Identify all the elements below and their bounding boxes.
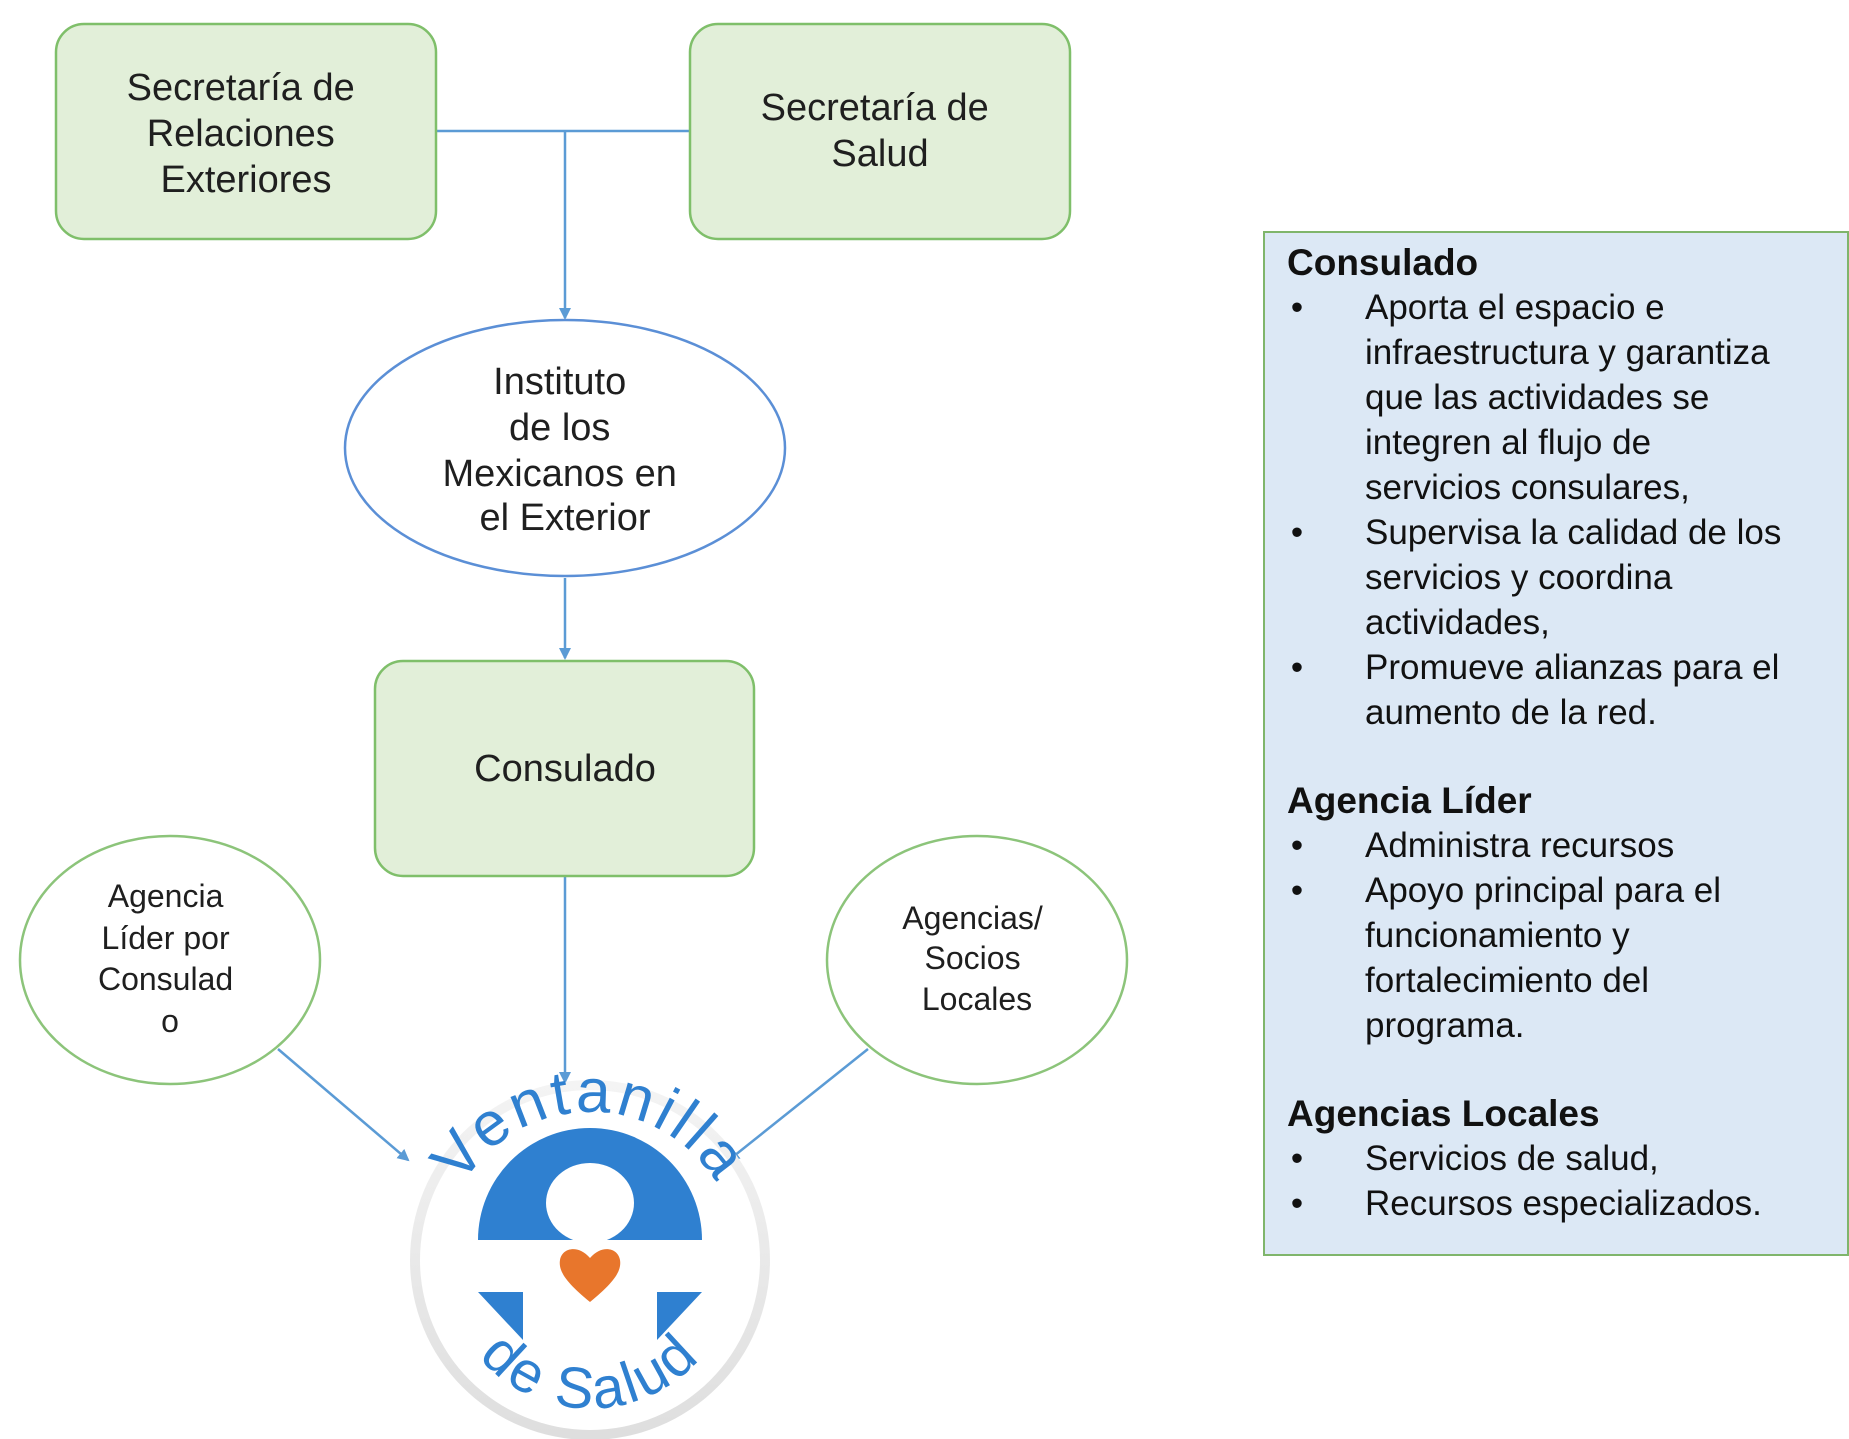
list-item-line: integren al flujo de <box>1365 423 1652 462</box>
node-salud: Secretaría de Salud <box>688 22 1072 241</box>
sre-line-2: Relaciones <box>147 113 335 155</box>
agencia-lider-label: Agencia Líder por Consulad o <box>98 878 242 1039</box>
ime-line-1: Instituto <box>493 361 626 403</box>
agencia-lider-line-2: Líder por <box>102 920 230 956</box>
list-item-line: Apoyo principal para el <box>1365 871 1722 910</box>
agencia-lider-ellipse <box>18 834 322 1086</box>
bullet-icon: • <box>1290 871 1304 910</box>
ime-line-4: el Exterior <box>479 497 650 539</box>
list-item: • Aporta el espacio e infraestructura y … <box>1287 285 1829 510</box>
node-consulado: Consulado <box>373 659 756 878</box>
ime-ellipse <box>343 318 787 578</box>
list-item-line: aumento de la red. <box>1365 693 1657 732</box>
list-item-line: funcionamiento y <box>1365 916 1630 955</box>
panel-heading-consulado: Consulado <box>1287 242 1479 283</box>
bullet-icon: • <box>1290 826 1304 865</box>
list-item: • Apoyo principal para el funcionamiento… <box>1287 868 1829 1048</box>
list-item-line: Recursos especializados. <box>1365 1184 1762 1223</box>
list-item: • Recursos especializados. <box>1287 1181 1829 1226</box>
bullet-icon: • <box>1290 1184 1304 1223</box>
list-item-line: programa. <box>1365 1006 1525 1045</box>
panel-heading-agencia-lider: Agencia Líder <box>1287 780 1532 821</box>
logo-left-hand-icon <box>478 1292 523 1340</box>
agencias-socios-line-3: Locales <box>922 981 1032 1017</box>
list-item: • Supervisa la calidad de los servicios … <box>1287 510 1829 645</box>
logo-heart-icon <box>559 1249 621 1302</box>
list-item-line: actividades, <box>1365 603 1550 642</box>
salud-line-1: Secretaría de <box>761 87 989 129</box>
arrow-agencia-lider-to-logo <box>277 1048 410 1162</box>
agencia-lider-line-1: Agencia <box>108 878 224 914</box>
list-item-line: Administra recursos <box>1365 826 1675 865</box>
sre-line-1: Secretaría de <box>127 67 355 109</box>
agencias-socios-line-1: Agencias/ <box>902 900 1043 936</box>
list-item-line: Aporta el espacio e <box>1365 288 1665 327</box>
list-item: • Administra recursos <box>1287 823 1829 868</box>
roles-panel: Consulado • Aporta el espacio e infraest… <box>1263 231 1849 1256</box>
agencias-socios-line-2: Socios <box>925 940 1021 976</box>
node-sre: Secretaría de Relaciones Exteriores <box>54 22 438 241</box>
panel-section-agencias-locales: Agencias Locales • Servicios de salud, •… <box>1287 1092 1829 1226</box>
panel-list-agencia-lider: • Administra recursos • Apoyo principal … <box>1287 823 1829 1048</box>
bullet-icon: • <box>1290 513 1304 552</box>
list-item-line: servicios y coordina <box>1365 558 1673 597</box>
agencia-lider-line-4: o <box>161 1003 179 1039</box>
agencia-lider-line-3: Consulad <box>98 961 233 997</box>
list-item-line: servicios consulares, <box>1365 468 1690 507</box>
list-item-line: Servicios de salud, <box>1365 1139 1659 1178</box>
list-item-line: infraestructura y garantiza <box>1365 333 1770 372</box>
panel-list-consulado: • Aporta el espacio e infraestructura y … <box>1287 285 1829 735</box>
list-item-line: Promueve alianzas para el <box>1365 648 1780 687</box>
list-item-line: Supervisa la calidad de los <box>1365 513 1782 552</box>
panel-heading-agencias-locales: Agencias Locales <box>1287 1093 1600 1134</box>
agencias-socios-label: Agencias/ Socios Locales <box>902 900 1051 1017</box>
node-ime: Instituto de los Mexicanos en el Exterio… <box>343 318 787 578</box>
node-agencia-lider: Agencia Líder por Consulad o <box>18 834 322 1086</box>
logo-head-icon <box>546 1163 634 1243</box>
ime-line-3: Mexicanos en <box>442 453 676 495</box>
sre-box <box>54 22 438 241</box>
list-item-line: fortalecimiento del <box>1365 961 1650 1000</box>
salud-label: Secretaría de Salud <box>761 87 1000 175</box>
panel-list-agencias-locales: • Servicios de salud, • Recursos especia… <box>1287 1136 1829 1226</box>
node-agencias-socios: Agencias/ Socios Locales <box>825 834 1129 1086</box>
ventanilla-logo: Ventanilla de Salud <box>410 1057 770 1439</box>
agencias-socios-ellipse <box>825 834 1129 1086</box>
list-item: • Promueve alianzas para el aumento de l… <box>1287 645 1829 735</box>
ime-label: Instituto de los Mexicanos en el Exterio… <box>442 361 687 539</box>
sre-line-3: Exteriores <box>160 159 331 201</box>
connectors <box>277 129 869 1162</box>
salud-box <box>688 22 1072 241</box>
arrow-socios-to-logo <box>727 1048 869 1162</box>
sre-label: Secretaría de Relaciones Exteriores <box>127 67 366 201</box>
bullet-icon: • <box>1290 288 1304 327</box>
list-item: • Servicios de salud, <box>1287 1136 1829 1181</box>
consulado-label: Consulado <box>474 748 656 790</box>
list-item-line: que las actividades se <box>1365 378 1710 417</box>
panel-section-agencia-lider: Agencia Líder • Administra recursos • Ap… <box>1287 779 1829 1048</box>
panel-section-consulado: Consulado • Aporta el espacio e infraest… <box>1287 241 1829 735</box>
bullet-icon: • <box>1290 648 1304 687</box>
ime-line-2: de los <box>509 407 610 449</box>
salud-line-2: Salud <box>831 133 928 175</box>
logo-right-hand-icon <box>657 1292 702 1340</box>
consulado-box <box>373 659 756 878</box>
bullet-icon: • <box>1290 1139 1304 1178</box>
